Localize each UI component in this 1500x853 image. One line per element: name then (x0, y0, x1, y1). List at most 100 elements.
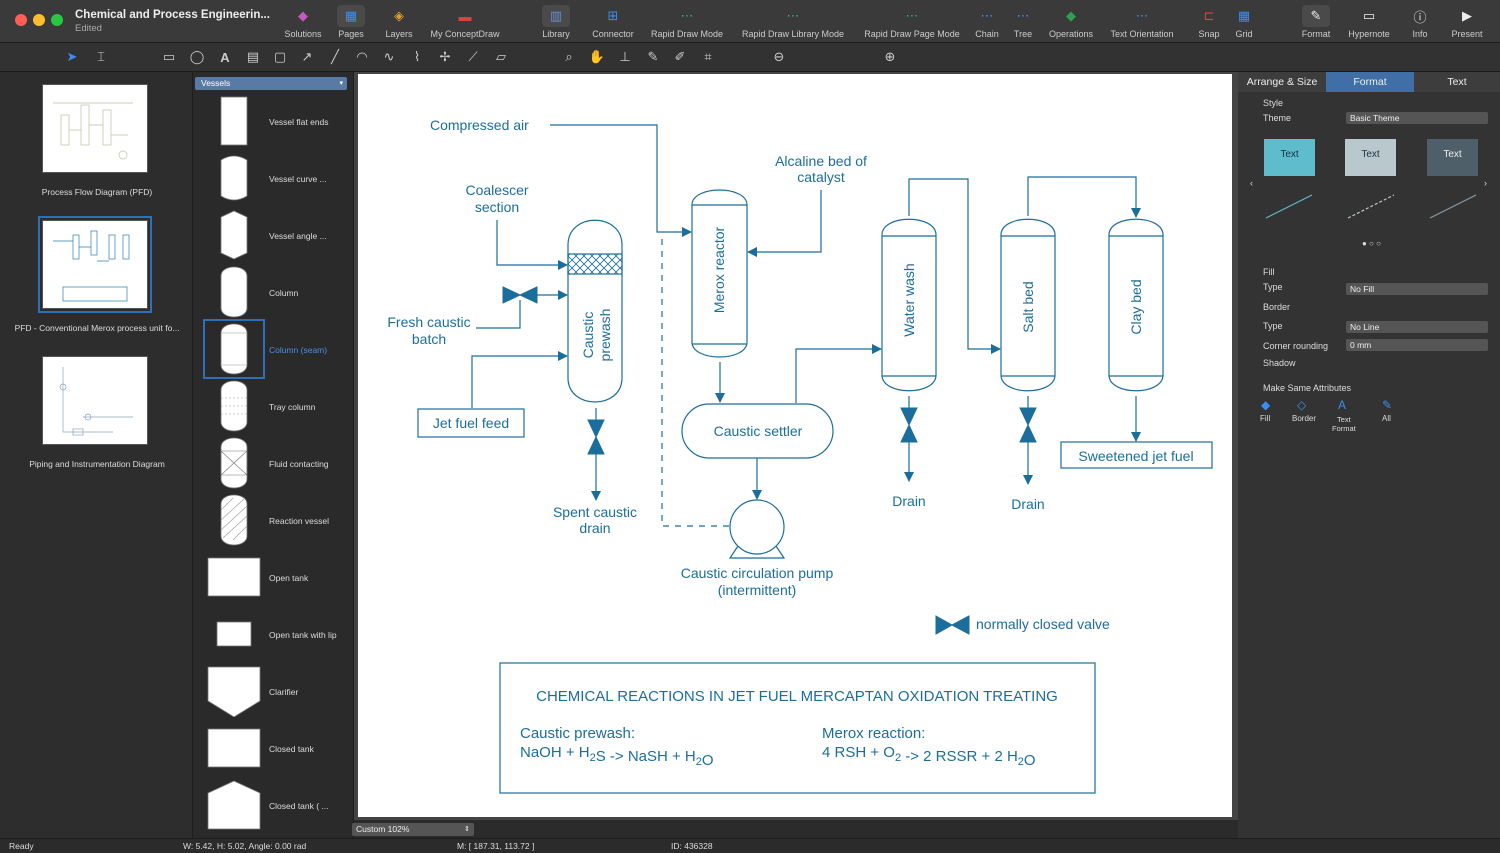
library-shape-10[interactable] (207, 608, 261, 660)
operations-button[interactable]: ◆Operations (1031, 5, 1111, 41)
drawing-canvas[interactable]: Compressed air Coalescer section Alcalin… (358, 74, 1232, 817)
connector-button[interactable]: ⊞Connector (573, 5, 653, 41)
format-painter-icon[interactable]: ✐ (674, 49, 686, 64)
solutions-button[interactable]: ◆Solutions (263, 5, 343, 41)
library-shape-2[interactable] (207, 152, 261, 204)
library-shape-13[interactable] (207, 779, 261, 831)
line-tool-icon[interactable]: ╱ (331, 49, 339, 64)
format-button[interactable]: ✎Format (1276, 5, 1356, 41)
theme-page-dots[interactable]: ● ○ ○ (1362, 239, 1381, 248)
prev-theme-icon[interactable]: ‹ (1250, 178, 1253, 188)
library-shape-label[interactable]: Open tank with lip (269, 630, 337, 640)
library-shape-5[interactable] (203, 319, 265, 379)
arrow-tool-icon[interactable]: ↗ (301, 49, 313, 64)
fill-section[interactable]: Fill (1263, 267, 1275, 277)
library-shape-11[interactable] (207, 665, 261, 717)
library-shape-label[interactable]: Clarifier (269, 687, 299, 697)
library-shape-label[interactable]: Vessel flat ends (269, 117, 329, 127)
zoom-selector[interactable]: Custom 102%⇕ (352, 823, 474, 836)
border-section[interactable]: Border (1263, 302, 1291, 312)
pages-button[interactable]: ▦Pages (311, 5, 391, 41)
library-shape-label[interactable]: Closed tank (269, 744, 314, 754)
library-shape-label[interactable]: Open tank (269, 573, 309, 583)
library-shape-label[interactable]: Vessel angle ... (269, 231, 327, 241)
rapid-draw-page-mode-button[interactable]: ⋯Rapid Draw Page Mode (864, 5, 960, 41)
page-thumbnail-1[interactable] (42, 84, 148, 173)
corner-rounding-field[interactable]: 0 mm (1346, 339, 1488, 351)
library-shape-label[interactable]: Tray column (269, 402, 316, 412)
hypernote-button[interactable]: ▭Hypernote (1329, 5, 1409, 41)
page-label-3[interactable]: Piping and Instrumentation Diagram (29, 459, 165, 469)
make-same-border-icon[interactable]: ◇ (1297, 398, 1307, 412)
make-same-text-icon[interactable]: A (1338, 398, 1347, 412)
library-shape-9[interactable] (207, 551, 261, 603)
eyedropper-tool-icon[interactable]: ✎ (647, 49, 659, 64)
zoom-tool-icon[interactable]: ⌕ (565, 49, 573, 64)
make-same-fill-icon[interactable]: ◆ (1261, 398, 1271, 412)
pan-tool-icon[interactable]: ✋ (588, 49, 606, 64)
page-thumbnail-3[interactable] (42, 356, 148, 445)
rapid-draw-mode-button[interactable]: ⋯Rapid Draw Mode (647, 5, 727, 41)
shadow-section[interactable]: Shadow (1263, 358, 1296, 368)
theme-select[interactable]: Basic Theme (1346, 112, 1488, 124)
crop-tool-icon[interactable]: ⌗ (704, 49, 712, 64)
library-shape-label[interactable]: Vessel curve ... (269, 174, 327, 184)
tab-arrange-size[interactable]: Arrange & Size (1238, 72, 1326, 92)
arc-tool-icon[interactable]: ◠ (356, 49, 368, 64)
theme-swatch-2[interactable]: Text (1345, 139, 1396, 176)
smart-connector-icon[interactable]: ⟋ (468, 49, 478, 64)
close-window-button[interactable] (15, 14, 27, 26)
page-label-2[interactable]: PFD - Conventional Merox process unit fo… (14, 323, 180, 333)
zoom-in-icon[interactable]: ⊕ (884, 49, 896, 64)
style-section[interactable]: Style (1263, 98, 1284, 108)
theme-swatch-3[interactable]: Text (1427, 139, 1478, 176)
text-tool-icon[interactable]: A (220, 49, 230, 65)
border-type-select[interactable]: No Line (1346, 321, 1488, 333)
present-button[interactable]: ▶Present (1427, 5, 1500, 41)
library-shape-3[interactable] (207, 209, 261, 261)
library-shape-6[interactable] (207, 380, 261, 432)
make-same-all-icon[interactable]: ✎ (1382, 398, 1393, 412)
page-label-1[interactable]: Process Flow Diagram (PFD) (41, 187, 153, 197)
text-box-tool-icon[interactable]: ⌶ (97, 49, 105, 64)
my-conceptdraw-button[interactable]: ▬My ConceptDraw (425, 5, 505, 41)
chain-button[interactable]: ⋯Chain (947, 5, 1027, 41)
make-same-section[interactable]: Make Same Attributes (1263, 383, 1352, 393)
library-shape-label[interactable]: Column (269, 288, 299, 298)
ellipse-tool-icon[interactable]: ◯ (189, 49, 205, 64)
library-shape-label[interactable]: Fluid contacting (269, 459, 329, 469)
tab-format[interactable]: Format (1326, 72, 1414, 92)
text-orientation-button[interactable]: ⋯Text Orientation (1102, 5, 1182, 41)
library-selector[interactable]: Vessels▾ (195, 77, 347, 90)
curve-tool-icon[interactable]: ∿ (383, 49, 395, 64)
rapid-draw-library-mode-button[interactable]: ⋯Rapid Draw Library Mode (742, 5, 844, 41)
library-shape-12[interactable] (207, 722, 261, 774)
page-thumbnail-2[interactable] (38, 216, 152, 313)
library-shape-4[interactable] (207, 266, 261, 318)
bezier-tool-icon[interactable]: ⌇ (413, 49, 421, 64)
note-tool-icon[interactable]: ▤ (246, 49, 260, 64)
minimize-window-button[interactable] (33, 14, 45, 26)
library-shape-1[interactable] (207, 95, 261, 147)
frame-tool-icon[interactable]: ▱ (496, 49, 506, 64)
theme-swatch-1[interactable]: Text (1264, 139, 1315, 176)
library-button[interactable]: ▥Library (516, 5, 596, 41)
rectangle-tool-icon[interactable]: ▭ (162, 49, 176, 64)
snap-button[interactable]: ⊏Snap (1169, 5, 1249, 41)
tab-text[interactable]: Text (1414, 72, 1500, 92)
library-shape-label[interactable]: Column (seam) (269, 345, 328, 355)
grid-button[interactable]: ▦Grid (1204, 5, 1284, 41)
stamp-tool-icon[interactable]: ⊥ (619, 49, 631, 64)
fill-type-select[interactable]: No Fill (1346, 283, 1488, 295)
select-tool-icon[interactable]: ➤ (66, 49, 78, 64)
library-shape-7[interactable] (207, 437, 261, 489)
zoom-out-icon[interactable]: ⊖ (773, 49, 785, 64)
callout-tool-icon[interactable]: ▢ (273, 49, 287, 64)
tree-button[interactable]: ⋯Tree (983, 5, 1063, 41)
library-shape-label[interactable]: Reaction vessel (269, 516, 330, 526)
connector-tool-icon[interactable]: ✢ (439, 49, 451, 64)
library-shape-8[interactable] (207, 494, 261, 546)
layers-button[interactable]: ◈Layers (359, 5, 439, 41)
zoom-window-button[interactable] (51, 14, 63, 26)
